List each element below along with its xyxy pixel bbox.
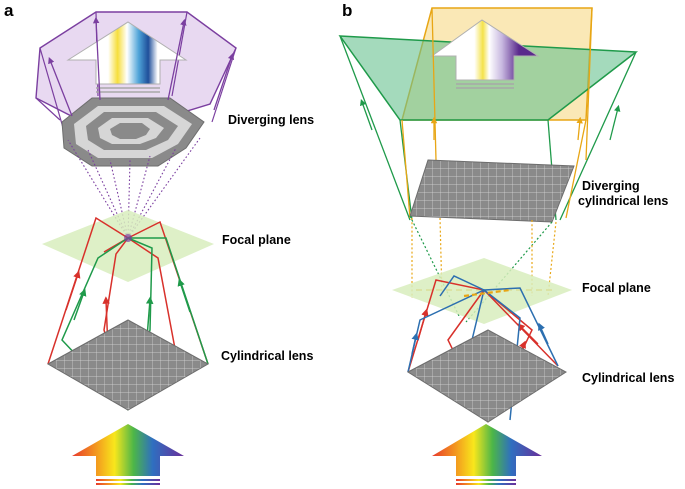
label-focal-plane-a: Focal plane <box>222 233 291 247</box>
output-arrow-a <box>66 21 188 93</box>
panel-a-letter: a <box>4 1 14 20</box>
output-rays-a <box>48 16 235 117</box>
label-cylindrical-lens-a: Cylindrical lens <box>221 349 313 363</box>
panel-b-letter: b <box>342 1 352 20</box>
focal-plane-a <box>42 210 214 282</box>
diverging-lens-a <box>61 97 205 167</box>
diverging-cylindrical-lens-b <box>409 159 575 223</box>
focal-point-a <box>124 234 132 242</box>
input-arrow-b <box>432 424 542 485</box>
output-arrow-b <box>430 19 540 89</box>
label-diverging-lens-a: Diverging lens <box>228 113 314 127</box>
label-diverging-b-line1: Diverging <box>582 179 640 193</box>
label-diverging-b-line2: cylindrical lens <box>578 194 668 208</box>
arrows-screen-b <box>360 98 621 141</box>
cylindrical-lens-b <box>406 329 567 423</box>
label-cylindrical-lens-b: Cylindrical lens <box>582 371 674 385</box>
screen-frame-orange-b <box>401 7 593 219</box>
panel-a: a <box>4 1 314 485</box>
panel-b: b <box>338 1 674 485</box>
label-focal-plane-b: Focal plane <box>582 281 651 295</box>
input-arrow-a <box>72 424 184 485</box>
cylindrical-lens-a <box>46 319 210 411</box>
